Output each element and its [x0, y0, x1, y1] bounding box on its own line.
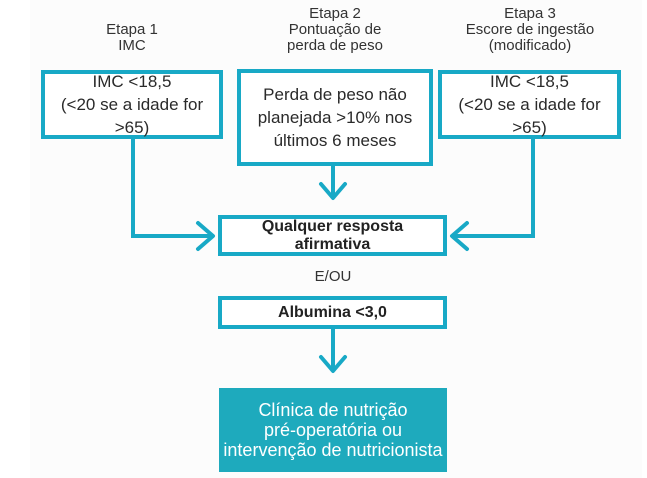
albumin-box: Albumina <3,0	[218, 296, 447, 329]
step1-title-line: Etapa 1	[106, 21, 158, 38]
step3-title-line: (modificado)	[488, 37, 572, 54]
connector-step1	[131, 138, 214, 238]
and-or-label: E/OU	[314, 268, 352, 285]
step1-title-line: IMC	[118, 37, 146, 54]
step2-criteria-line: últimos 6 meses	[273, 131, 397, 150]
step2-title-line: perda de peso	[287, 37, 383, 54]
outcome-line: intervenção de nutricionista	[223, 440, 443, 460]
step2-title: Etapa 2 Pontuação de perda de peso	[250, 6, 420, 54]
outcome-box: Clínica de nutrição pré-operatória ou in…	[219, 388, 447, 472]
step2-criteria-line: planejada >10% nos	[257, 108, 413, 127]
connector-step3	[452, 138, 535, 238]
step2-title-line: Pontuação de	[288, 21, 382, 38]
arrow-icon	[196, 221, 215, 251]
albumin-box-text: Albumina <3,0	[278, 303, 387, 321]
step1-criteria-line: (<20 se a idade for >65)	[60, 95, 204, 137]
arrow-icon	[319, 182, 347, 200]
step3-title: Etapa 3 Escore de ingestão (modificado)	[445, 6, 615, 54]
step1-criteria-box: IMC <18,5 (<20 se a idade for >65)	[41, 70, 223, 139]
step1-criteria-line: IMC <18,5	[92, 72, 172, 91]
step1-title: Etapa 1 IMC	[62, 22, 202, 54]
arrow-icon	[450, 221, 469, 251]
step3-title-line: Escore de ingestão	[465, 21, 595, 38]
outcome-line: pré-operatória ou	[263, 420, 403, 440]
merge-box: Qualquer resposta afirmativa	[218, 215, 447, 256]
step3-criteria-box: IMC <18,5 (<20 se a idade for >65)	[438, 70, 621, 139]
step3-criteria-line: (<20 se a idade for >65)	[458, 95, 601, 137]
step2-title-line: Etapa 2	[309, 5, 361, 22]
step2-criteria-line: Perda de peso não	[263, 85, 407, 104]
outcome-line: Clínica de nutrição	[258, 400, 408, 420]
arrow-icon	[319, 355, 347, 373]
step2-criteria-box: Perda de peso não planejada >10% nos últ…	[237, 69, 433, 166]
merge-box-text: Qualquer resposta afirmativa	[261, 217, 404, 253]
step3-title-line: Etapa 3	[504, 5, 556, 22]
step3-criteria-line: IMC <18,5	[490, 72, 569, 91]
